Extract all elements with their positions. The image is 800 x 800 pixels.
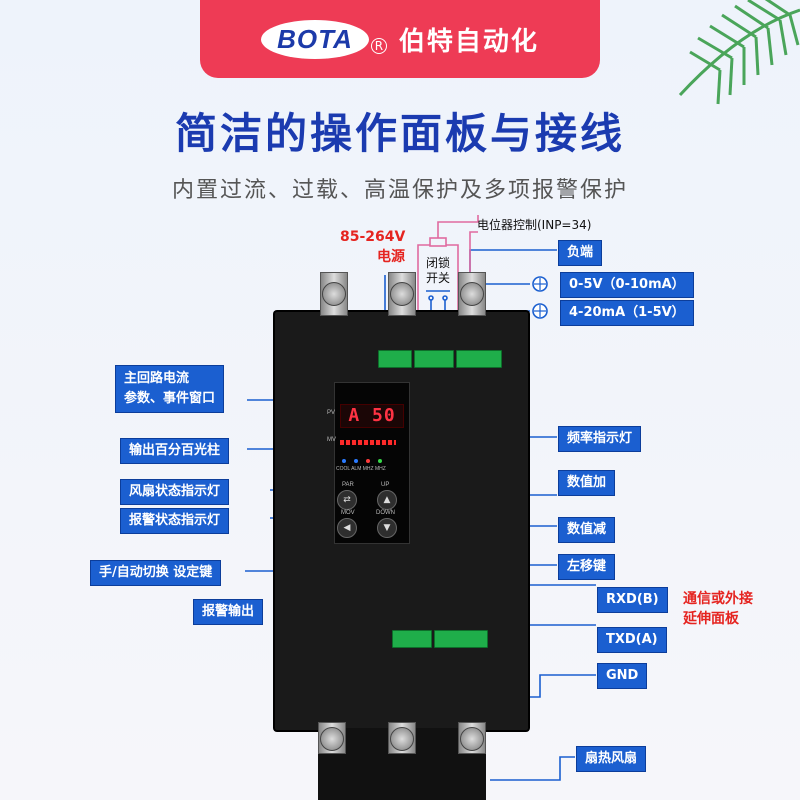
comm-label-1: 通信或外接 xyxy=(683,591,753,607)
pv-label: PV xyxy=(327,410,336,416)
alarm-led-label: 报警状态指示灯 xyxy=(120,508,230,534)
lock-switch-label-1: 闭锁 xyxy=(426,256,451,270)
terminal-block-input[interactable] xyxy=(456,350,502,368)
main-loop-label: 主回路电流 参数、事件窗口 xyxy=(115,365,225,413)
up-label: UP xyxy=(381,482,390,488)
value-up-label: 数值加 xyxy=(558,470,616,496)
power-label: 电源 xyxy=(377,249,405,265)
screw-icon xyxy=(320,727,344,751)
terminal-block-alarm[interactable] xyxy=(392,630,432,648)
fan-label: 扇热风扇 xyxy=(576,746,647,772)
registered-mark-icon: R xyxy=(370,38,387,54)
fan-led-label: 风扇状态指示灯 xyxy=(120,479,230,505)
up-button[interactable]: ▲ xyxy=(377,490,397,510)
lock-switch-label-2: 开关 xyxy=(426,271,451,285)
screw-icon xyxy=(460,282,484,306)
gnd-label: GND xyxy=(597,663,648,689)
screw-icon xyxy=(460,727,484,751)
palm-leaf-decoration xyxy=(678,0,800,105)
terminal-block-comm[interactable] xyxy=(434,630,488,648)
mv-label: MV xyxy=(327,437,336,443)
voltage-label: 85-264V xyxy=(340,229,406,245)
comm-label-2: 延伸面板 xyxy=(683,611,739,627)
alm-led xyxy=(354,459,358,463)
value-down-label: 数值减 xyxy=(558,517,616,543)
left-shift-label: 左移键 xyxy=(558,554,616,580)
down-button[interactable]: ▼ xyxy=(377,518,397,538)
mhz-led xyxy=(366,459,370,463)
mov-label: MOV xyxy=(341,510,355,516)
down-label: DOWN xyxy=(376,510,395,516)
potentiometer-label: 电位器控制(INP=34) xyxy=(477,218,592,232)
freq-led-label: 频率指示灯 xyxy=(558,426,642,452)
main-loop-line-1: 主回路电流 xyxy=(124,371,190,386)
screw-icon xyxy=(390,282,414,306)
input-current-label: 4-20mA（1-5V） xyxy=(560,300,694,326)
negative-label: 负端 xyxy=(558,240,603,266)
terminal-block-switch[interactable] xyxy=(414,350,454,368)
screw-icon xyxy=(390,727,414,751)
led-labels: COOL ALM MHZ MHZ xyxy=(336,466,386,472)
par-button[interactable]: ⇄ xyxy=(337,490,357,510)
mhz2-led xyxy=(378,459,382,463)
screw-icon xyxy=(322,282,346,306)
rxd-label: RXD(B) xyxy=(597,587,668,613)
cool-led xyxy=(342,459,346,463)
mov-button[interactable]: ◀ xyxy=(337,518,357,538)
txd-label: TXD(A) xyxy=(597,627,667,653)
input-voltage-label: 0-5V（0-10mA） xyxy=(560,272,694,298)
brand-name: 伯特自动化 xyxy=(398,26,539,57)
subheadline: 内置过流、过载、高温保护及多项报警保护 xyxy=(171,178,628,203)
brand-logo: BOTA R xyxy=(261,19,387,59)
alarm-output-label: 报警输出 xyxy=(193,599,264,625)
output-bar-label: 输出百分百光柱 xyxy=(120,438,230,464)
digital-display: A 50 xyxy=(340,404,404,428)
fan-line xyxy=(490,756,575,781)
headline: 简洁的操作面板与接线 xyxy=(174,109,625,158)
mode-key-label: 手/自动切换 设定键 xyxy=(90,560,222,586)
main-loop-line-2: 参数、事件窗口 xyxy=(124,391,216,406)
output-bar-graph xyxy=(340,440,396,445)
logo-text: BOTA xyxy=(261,19,369,59)
par-label: PAR xyxy=(342,482,354,488)
terminal-block-power[interactable] xyxy=(378,350,412,368)
brand-header: BOTA R 伯特自动化 xyxy=(200,0,600,78)
